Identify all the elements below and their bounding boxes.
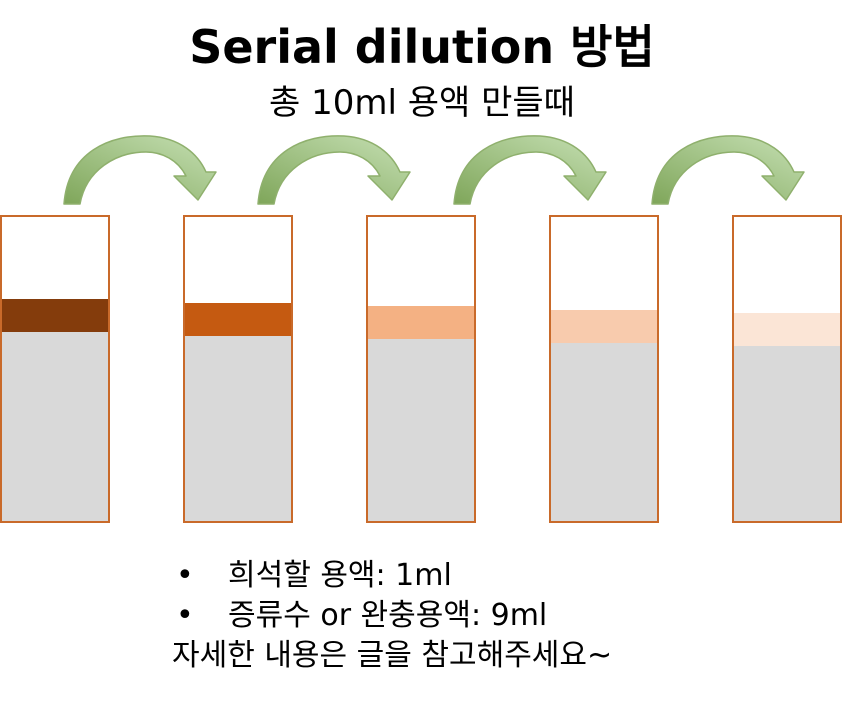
bullet-icon: • (176, 598, 194, 633)
sample-band (2, 299, 108, 332)
transfer-arrow-1 (63, 135, 217, 205)
tube-5 (732, 215, 842, 523)
sample-band (185, 303, 291, 336)
note-line-volume-diluent: • 증류수 or 완충용액: 9ml (176, 596, 612, 636)
tube-liquid (368, 339, 474, 521)
transfer-arrow-3 (453, 135, 607, 205)
note-text: 자세한 내용은 글을 참고해주세요~ (172, 638, 613, 673)
bullet-icon: • (176, 558, 194, 593)
transfer-arrow-4 (651, 135, 805, 205)
sample-band (551, 310, 657, 343)
note-line-reference: 자세한 내용은 글을 참고해주세요~ (172, 636, 612, 676)
tube-liquid (734, 346, 840, 521)
transfer-arrow-2 (257, 135, 411, 205)
tube-4 (549, 215, 659, 523)
tube-liquid (185, 336, 291, 521)
notes-block: • 희석할 용액: 1ml • 증류수 or 완충용액: 9ml 자세한 내용은 글… (172, 556, 612, 676)
tube-liquid (551, 343, 657, 521)
diagram-subtitle: 총 10ml 용액 만들때 (269, 83, 575, 123)
tube-3 (366, 215, 476, 523)
note-text: 증류수 or 완충용액: 9ml (228, 598, 548, 633)
note-line-volume-sample: • 희석할 용액: 1ml (176, 556, 612, 596)
tube-1 (0, 215, 110, 523)
sample-band (368, 306, 474, 339)
sample-band (734, 313, 840, 346)
diagram-title: Serial dilution 방법 (189, 20, 655, 74)
tube-2 (183, 215, 293, 523)
note-text: 희석할 용액: 1ml (228, 558, 452, 593)
tube-liquid (2, 332, 108, 521)
